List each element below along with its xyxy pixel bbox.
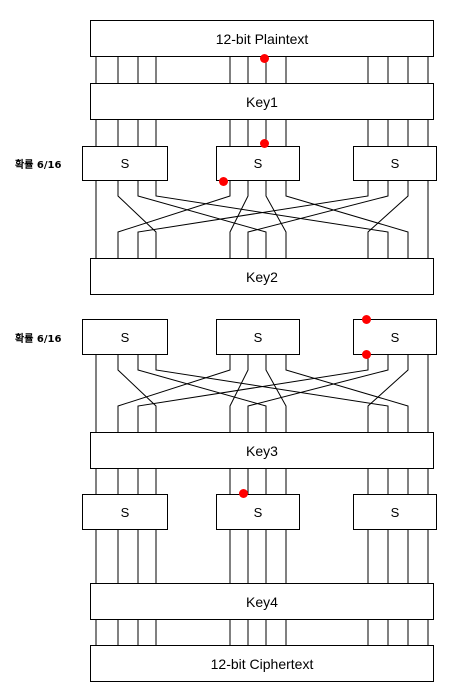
permutation-wire	[247, 355, 389, 432]
ciphertext-block: 12-bit Ciphertext	[90, 645, 434, 682]
permutation-wire	[117, 355, 157, 432]
active-bit-marker	[259, 138, 269, 148]
permutation-wire	[117, 181, 231, 258]
sbox-r3-1: S	[82, 494, 168, 530]
probability-label-round1: 확률 6/16	[15, 160, 62, 171]
key4-block: Key4	[90, 583, 434, 620]
permutation-wire	[265, 355, 287, 432]
plaintext-block: 12-bit Plaintext	[90, 20, 434, 57]
sbox-r1-3: S	[353, 146, 437, 181]
sbox-r3-3: S	[353, 494, 437, 530]
key1-block: Key1	[90, 83, 434, 120]
permutation-wire	[117, 355, 231, 432]
key3-block: Key3	[90, 432, 434, 469]
permutation-wire	[285, 181, 409, 258]
permutation-wire	[137, 355, 267, 432]
permutation-wire	[285, 355, 409, 432]
active-bit-marker	[218, 176, 228, 186]
sbox-r2-1: S	[82, 319, 168, 355]
permutation-wire	[367, 355, 409, 432]
active-bit-marker	[361, 314, 371, 324]
permutation-wire	[229, 355, 249, 432]
active-bit-marker	[361, 349, 371, 359]
permutation-wire	[137, 181, 369, 258]
permutation-wire	[155, 181, 389, 258]
sbox-r1-1: S	[82, 146, 168, 181]
permutation-wire	[367, 181, 409, 258]
active-bit-marker	[238, 488, 248, 498]
sbox-r1-2: S	[216, 146, 300, 181]
key2-block: Key2	[90, 258, 434, 295]
sbox-r2-3: S	[353, 319, 437, 355]
sbox-r2-2: S	[216, 319, 300, 355]
permutation-wire	[265, 181, 287, 258]
permutation-wire	[137, 355, 369, 432]
probability-label-round2: 확률 6/16	[15, 334, 62, 345]
permutation-wire	[137, 181, 267, 258]
permutation-wire	[247, 181, 389, 258]
permutation-wire	[229, 181, 249, 258]
active-bit-marker	[259, 53, 269, 63]
sbox-r3-2: S	[216, 494, 300, 530]
permutation-wire	[117, 181, 157, 258]
permutation-wire	[155, 355, 389, 432]
